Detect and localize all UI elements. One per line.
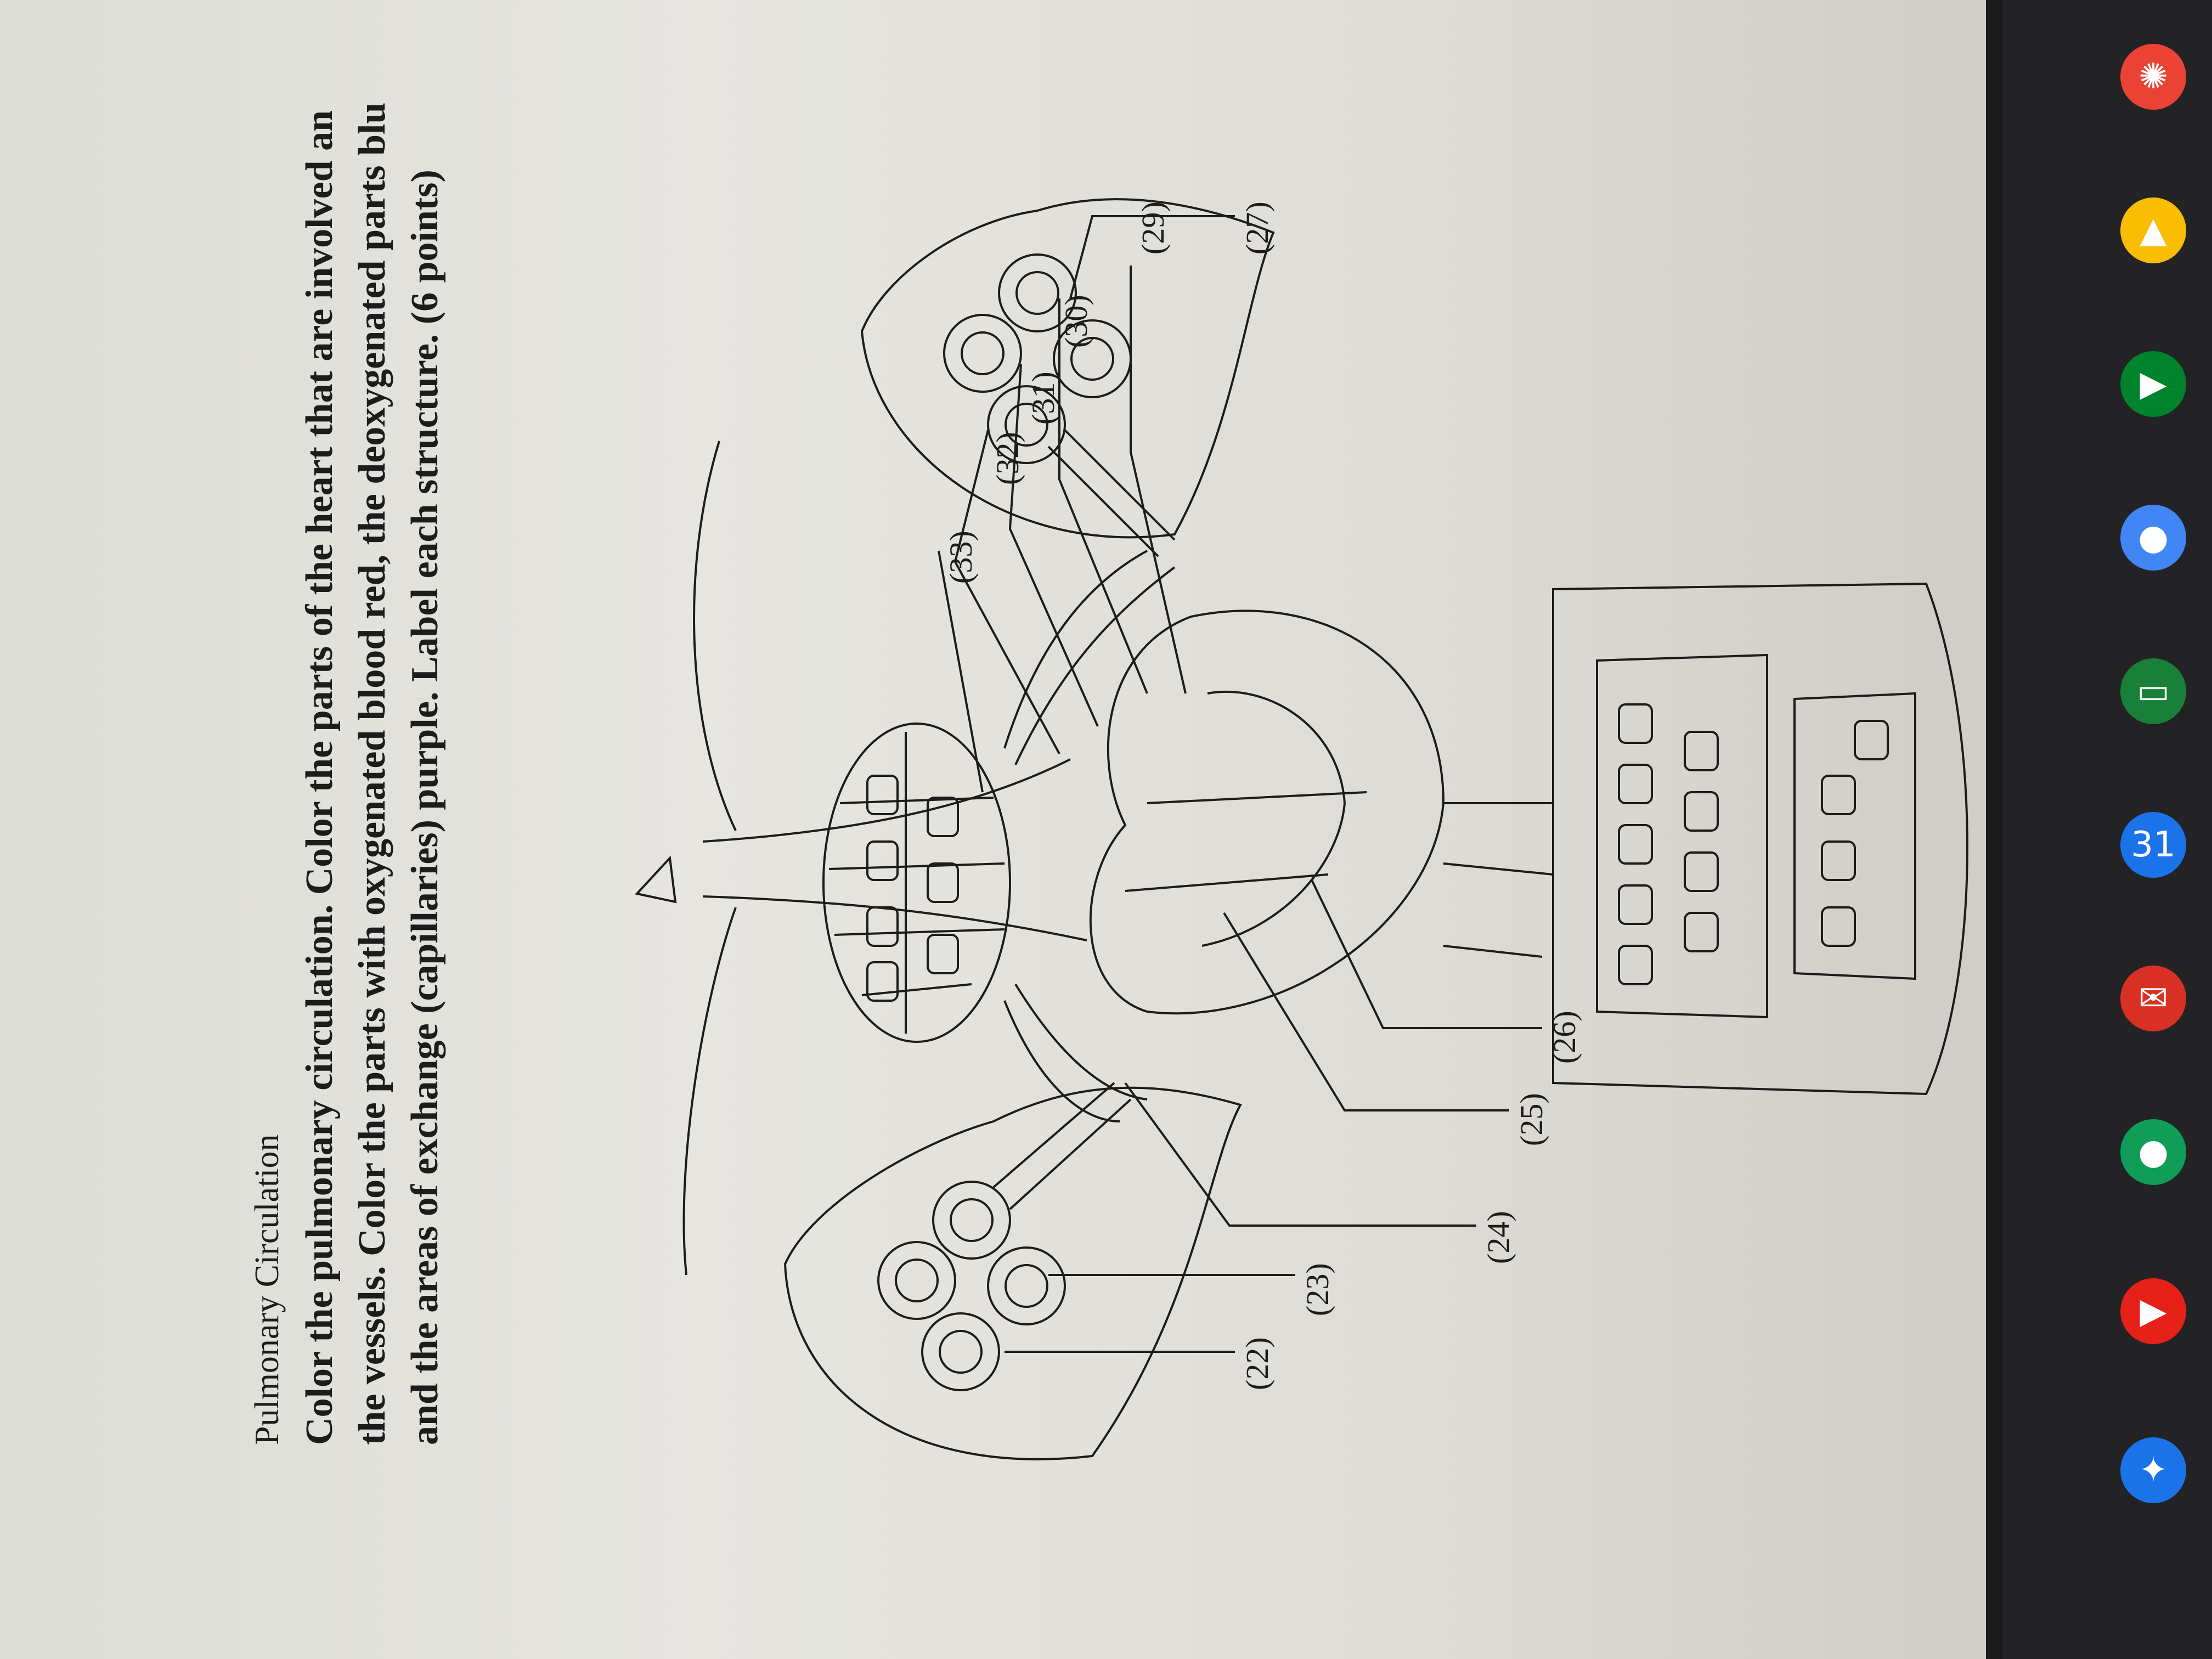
upper-capillary-bed <box>822 723 1011 1043</box>
right-alveoli <box>943 253 1176 557</box>
photos-icon[interactable]: ✺ <box>2120 44 2186 110</box>
lower-capillary-bed <box>1552 582 1968 1096</box>
left-lung-outline <box>783 1086 1242 1460</box>
label-25: (25) <box>1514 1093 1549 1146</box>
pulmonary-vessels <box>1003 550 1176 1122</box>
diagram-labels: (22) (23) (24) (25) (26) (27) (29) (30) … <box>943 201 1582 1390</box>
left-alveoli <box>877 1082 1132 1391</box>
youtube-icon[interactable]: ▶ <box>2120 1278 2186 1344</box>
label-22: (22) <box>1239 1337 1275 1390</box>
docs-icon[interactable]: ● <box>2120 505 2186 571</box>
assistant-icon[interactable]: ✦ <box>2120 1437 2186 1503</box>
chrome-icon[interactable]: ● <box>2120 1119 2186 1185</box>
shoulder-outline <box>682 441 737 1276</box>
systemic-vessels <box>1443 802 1554 958</box>
label-23: (23) <box>1300 1263 1335 1316</box>
calendar-icon[interactable]: 31 <box>2120 812 2186 878</box>
label-27: (27) <box>1239 201 1275 255</box>
gmail-icon[interactable]: ✉ <box>2120 966 2186 1031</box>
label-24: (24) <box>1481 1211 1516 1264</box>
drive-icon[interactable]: ▲ <box>2120 198 2186 263</box>
meet-icon[interactable]: ▶ <box>2120 351 2186 417</box>
label-30: (30) <box>1058 295 1094 348</box>
label-29: (29) <box>1135 201 1171 255</box>
heart <box>1089 610 1445 1015</box>
label-33: (33) <box>943 531 979 584</box>
right-lung-outline <box>860 198 1275 539</box>
leader-lines <box>938 215 1542 1353</box>
classroom-icon[interactable]: ▭ <box>2120 658 2186 724</box>
screen: Pulmonary Circulation Color the pulmonar… <box>0 0 2002 1659</box>
head-triangle <box>635 855 677 904</box>
label-32: (32) <box>990 432 1025 485</box>
pulmonary-circulation-diagram: (22) (23) (24) (25) (26) (27) (29) (30) … <box>635 198 1968 1460</box>
label-26: (26) <box>1547 1011 1582 1064</box>
trachea <box>702 758 1087 941</box>
label-31: (31) <box>1025 371 1061 425</box>
worksheet-page: Pulmonary Circulation Color the pulmonar… <box>105 0 2002 1659</box>
